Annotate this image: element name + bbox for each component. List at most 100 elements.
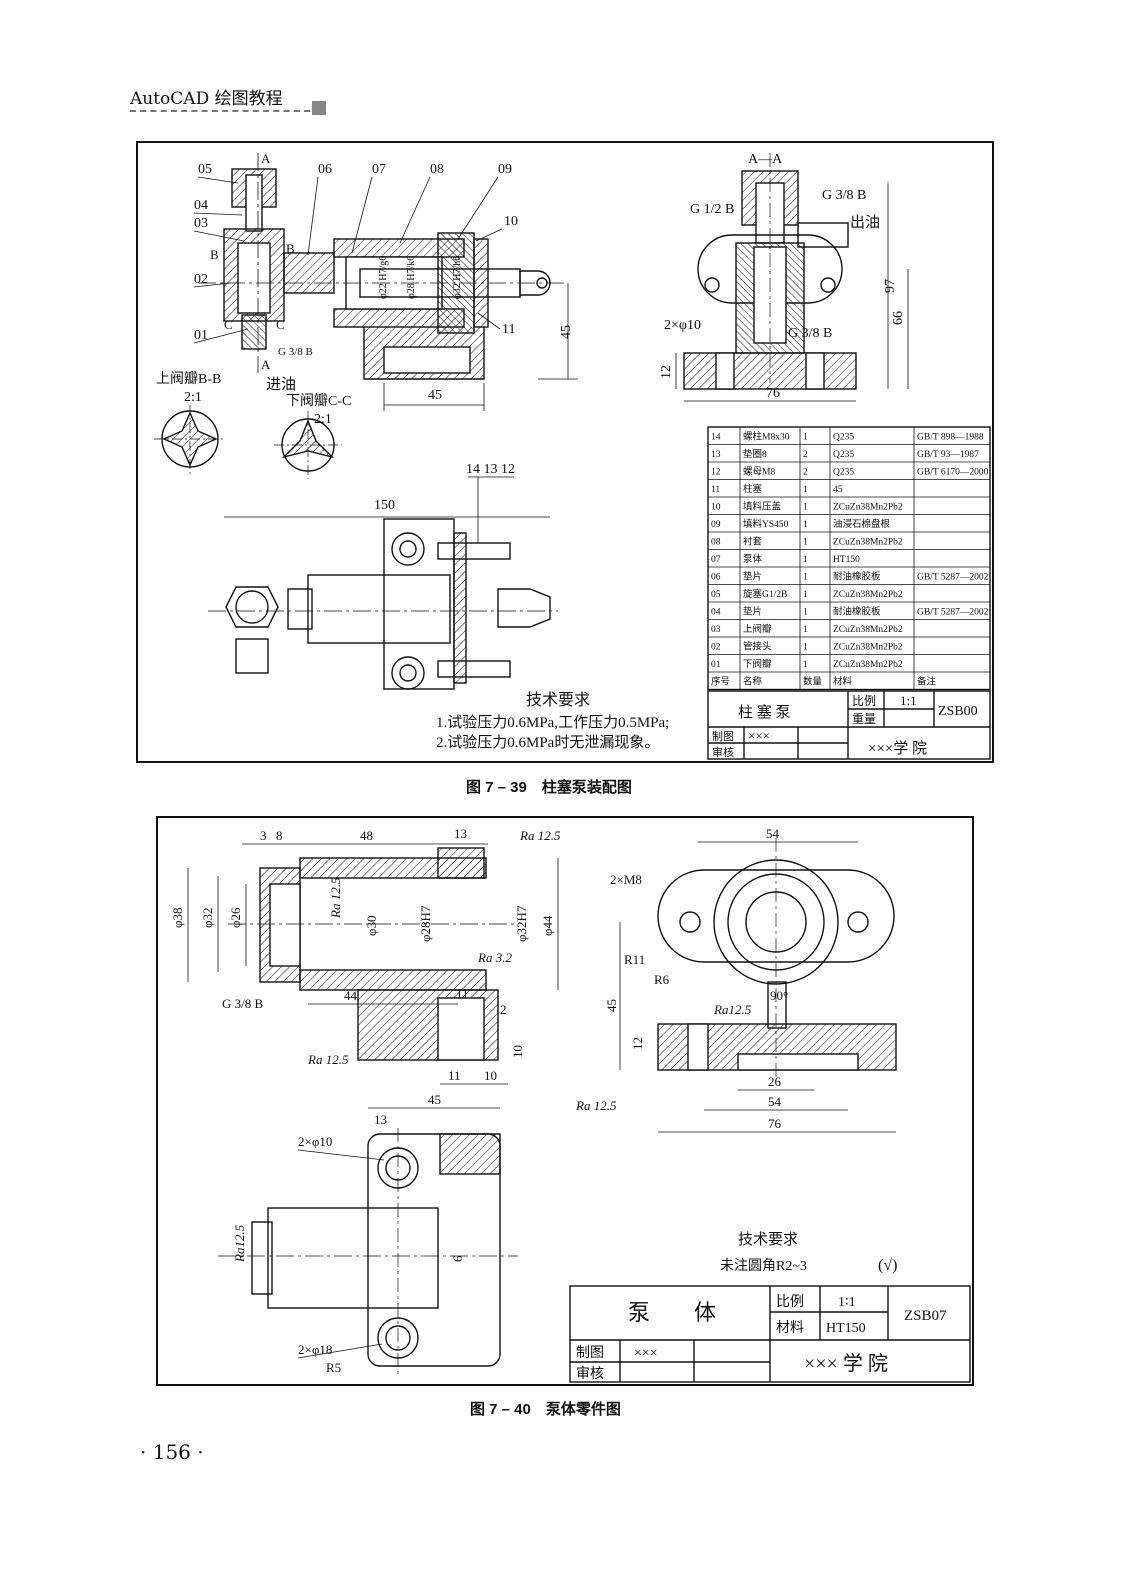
bom-cell: 柱塞 xyxy=(743,483,763,495)
dim-45-vertical: 45 xyxy=(559,325,574,339)
bom-cell: 14 xyxy=(711,433,721,443)
fit-32: φ32 H7/h6 xyxy=(452,256,463,299)
assembly-scale: 1:1 xyxy=(900,693,917,708)
ra-7: Ra12.5 xyxy=(232,1224,247,1263)
label-c-left: C xyxy=(224,317,233,332)
part-school: ××× 学 院 xyxy=(804,1352,888,1375)
bom-cell: 填料YS450 xyxy=(743,518,789,530)
balloon-10: 10 xyxy=(504,214,518,229)
top-view-dimlines xyxy=(297,1107,500,1359)
part-drawing: 3 8 48 13 φ38 φ32 φ26 φ30 φ28H7 φ32H7 φ4… xyxy=(170,826,971,1383)
bom-header-cell: 序号 xyxy=(711,676,730,688)
ra-5: Ra12.5 xyxy=(713,1002,752,1017)
page-number: · 156 · xyxy=(140,1440,204,1464)
bom-header-cell: 材料 xyxy=(833,676,853,688)
dim-2m8: 2×M8 xyxy=(610,872,642,887)
dim-r11: R11 xyxy=(624,952,645,967)
bom-cell: 泵体 xyxy=(743,553,763,565)
fit-28: φ28 H7/k6 xyxy=(406,256,417,299)
balloon-03: 03 xyxy=(194,216,208,231)
bom-cell: 垫圈8 xyxy=(743,448,767,460)
section-cc-scale: 2:1 xyxy=(314,412,332,427)
assembly-name: 柱 塞 泵 xyxy=(738,703,791,721)
balloon-leaders xyxy=(193,176,503,344)
section-cc-title: 下阀瓣C-C xyxy=(286,393,351,409)
pump-body-side-view xyxy=(657,838,897,1078)
bom-cell: 11 xyxy=(711,485,720,495)
g12b-label: G 1/2 B xyxy=(690,202,734,217)
label-a-bottom: A xyxy=(261,357,271,372)
part-code: ZSB07 xyxy=(904,1308,947,1324)
dim-d38: φ38 xyxy=(170,907,185,928)
bom-cell: 填料压盖 xyxy=(743,501,782,513)
dim-10-bottom: 10 xyxy=(484,1068,497,1083)
part-name: 泵 体 xyxy=(628,1300,716,1325)
assembly-check-label: 审核 xyxy=(712,745,734,759)
bom-cell: GB/T 5287—2002 xyxy=(917,608,989,618)
side-view-dims: 54 2×M8 R11 R6 90° 45 12 26 54 76 Ra12.5… xyxy=(575,826,788,1131)
assembly-school: ×××学 院 xyxy=(868,739,927,757)
bom-cell: 1 xyxy=(803,555,808,565)
dim-54: 54 xyxy=(766,826,780,841)
bom-cell: 45 xyxy=(833,485,843,495)
bom-cell: 03 xyxy=(711,625,721,635)
top-view-labels: 150 14 13 12 xyxy=(374,462,515,513)
main-view-labels: A A B B C C 进油 G 3/8 B φ22 H7/g6 φ28 H7/… xyxy=(210,151,574,403)
part-drawn-label: 制图 xyxy=(576,1345,604,1361)
bom-cell: ZCuZn38Mn2Pb2 xyxy=(833,625,903,635)
main-section-view xyxy=(198,153,568,380)
inlet-label: 进油 xyxy=(266,376,296,393)
bom-cell: 旋塞G1/2B xyxy=(743,588,787,600)
header-square xyxy=(312,101,326,115)
balloon-08: 08 xyxy=(430,162,444,177)
bom-cell: 06 xyxy=(711,573,721,583)
bom-cell: 13 xyxy=(711,450,721,460)
dim-d32h7: φ32H7 xyxy=(514,905,529,942)
bom-cell: 油浸石棉盘根 xyxy=(833,518,891,530)
section-dimlines xyxy=(187,843,559,1085)
main-view-balloons: 05 04 03 02 01 06 07 08 09 10 11 xyxy=(194,162,518,343)
part-drawing-frame: 3 8 48 13 φ38 φ32 φ26 φ30 φ28H7 φ32H7 φ4… xyxy=(156,816,974,1386)
section-aa-view: A—A xyxy=(683,152,857,390)
balloon-09: 09 xyxy=(498,162,512,177)
bom-cell: 1 xyxy=(803,660,808,670)
dim-r6: R6 xyxy=(654,972,670,987)
bom-cell: 衬套 xyxy=(743,536,763,548)
bom-cell: HT150 xyxy=(833,555,860,565)
bom-cell: 螺母M8 xyxy=(743,467,775,478)
top-view xyxy=(208,518,558,690)
bom-header-cell: 数量 xyxy=(803,676,823,688)
aa-dimlines xyxy=(675,183,909,402)
g38b-label: G 3/8 B xyxy=(278,346,313,358)
dim-48: 48 xyxy=(360,828,373,843)
running-header: AutoCAD 绘图教程 xyxy=(130,89,283,109)
bom-cell: 08 xyxy=(711,538,721,548)
bom-cell: 2 xyxy=(803,468,808,478)
balloon-06: 06 xyxy=(318,162,332,177)
section-dims: 3 8 48 13 φ38 φ32 φ26 φ30 φ28H7 φ32H7 φ4… xyxy=(170,826,561,1083)
bom-cell: ZCuZn38Mn2Pb2 xyxy=(833,643,903,653)
bom-cell: 2 xyxy=(803,450,808,460)
bom-cell: 垫片 xyxy=(743,606,762,618)
section-labels: 上阀瓣B-B 2:1 下阀瓣C-C 2:1 xyxy=(156,371,351,427)
assembly-tech-item-2: 2.试验压力0.6MPa时无泄漏现象。 xyxy=(436,734,659,751)
bom-cell: GB/T 93—1987 xyxy=(917,450,979,460)
g38b-label-bottom: G 3/8 B xyxy=(788,326,832,341)
bom-cell: 管接头 xyxy=(743,641,772,653)
bom-border xyxy=(707,426,991,691)
section-cc-view xyxy=(274,411,342,479)
part-drawn-by: ××× xyxy=(634,1346,658,1361)
g38b-label: G 3/8 B xyxy=(222,996,264,1011)
main-view-dimlines xyxy=(383,283,578,411)
label-b-right: B xyxy=(286,241,295,256)
pump-body-section xyxy=(228,847,518,1061)
ra-6: Ra 12.5 xyxy=(575,1098,617,1113)
part-tech-symbol: (√) xyxy=(878,1257,897,1274)
section-bb-title: 上阀瓣B-B xyxy=(156,371,221,387)
ra-3: Ra 3.2 xyxy=(477,950,512,965)
balloon-11: 11 xyxy=(502,322,515,337)
dim-54-bottom: 54 xyxy=(768,1094,782,1109)
top-view-dims: 45 13 2×φ10 6 2×φ18 R5 Ra12.5 xyxy=(232,1092,465,1375)
outlet-label: 出油 xyxy=(850,214,880,231)
dim-d26: φ26 xyxy=(228,907,243,928)
